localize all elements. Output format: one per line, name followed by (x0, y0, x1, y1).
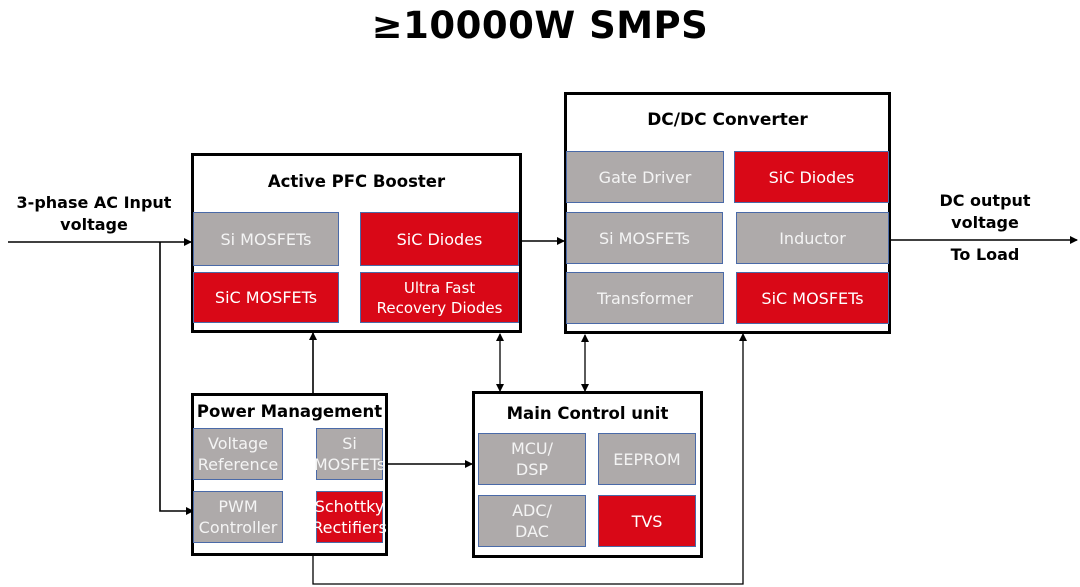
component-tvs: TVS (598, 495, 696, 547)
component-eeprom: EEPROM (598, 433, 696, 485)
component-mcu-dsp: MCU/ DSP (478, 433, 586, 485)
power-management-to-dcdc-arrow (312, 333, 747, 585)
component-si-mosfets: Si MOSFETs (193, 212, 339, 266)
input-voltage-label: 3-phase AC Input voltage (16, 193, 172, 234)
component-si-mosfets: Si MOSFETs (314, 428, 385, 480)
component-inductor: Inductor (736, 212, 889, 264)
block-title: Active PFC Booster (267, 172, 446, 191)
component-gate-driver: Gate Driver (566, 151, 724, 203)
block-title: Main Control unit (506, 404, 669, 423)
component-voltage-reference: Voltage Reference (193, 428, 283, 480)
component-adc-dac: ADC/ DAC (478, 495, 586, 547)
component-sic-mosfets: SiC MOSFETs (736, 272, 889, 324)
output-voltage-label: DC output voltage (939, 191, 1031, 232)
diagram-title: ≥10000W SMPS (371, 4, 709, 47)
component-ultra-fast-recovery-diodes: Ultra Fast Recovery Diodes (360, 272, 519, 323)
to-load-label: To Load (950, 245, 1020, 264)
component-sic-mosfets: SiC MOSFETs (193, 272, 339, 323)
input-branch-to-power-management (159, 242, 194, 515)
block-title: DC/DC Converter (647, 110, 808, 130)
component-sic-diodes: SiC Diodes (360, 212, 519, 266)
component-schottky-rectifiers: Schottky Rectifiers (312, 491, 387, 543)
component-pwm-controller: PWM Controller (193, 491, 283, 543)
component-si-mosfets: Si MOSFETs (566, 212, 723, 264)
block-title: Power Management (196, 402, 383, 421)
component-sic-diodes: SiC Diodes (734, 151, 889, 203)
component-transformer: Transformer (566, 272, 724, 324)
